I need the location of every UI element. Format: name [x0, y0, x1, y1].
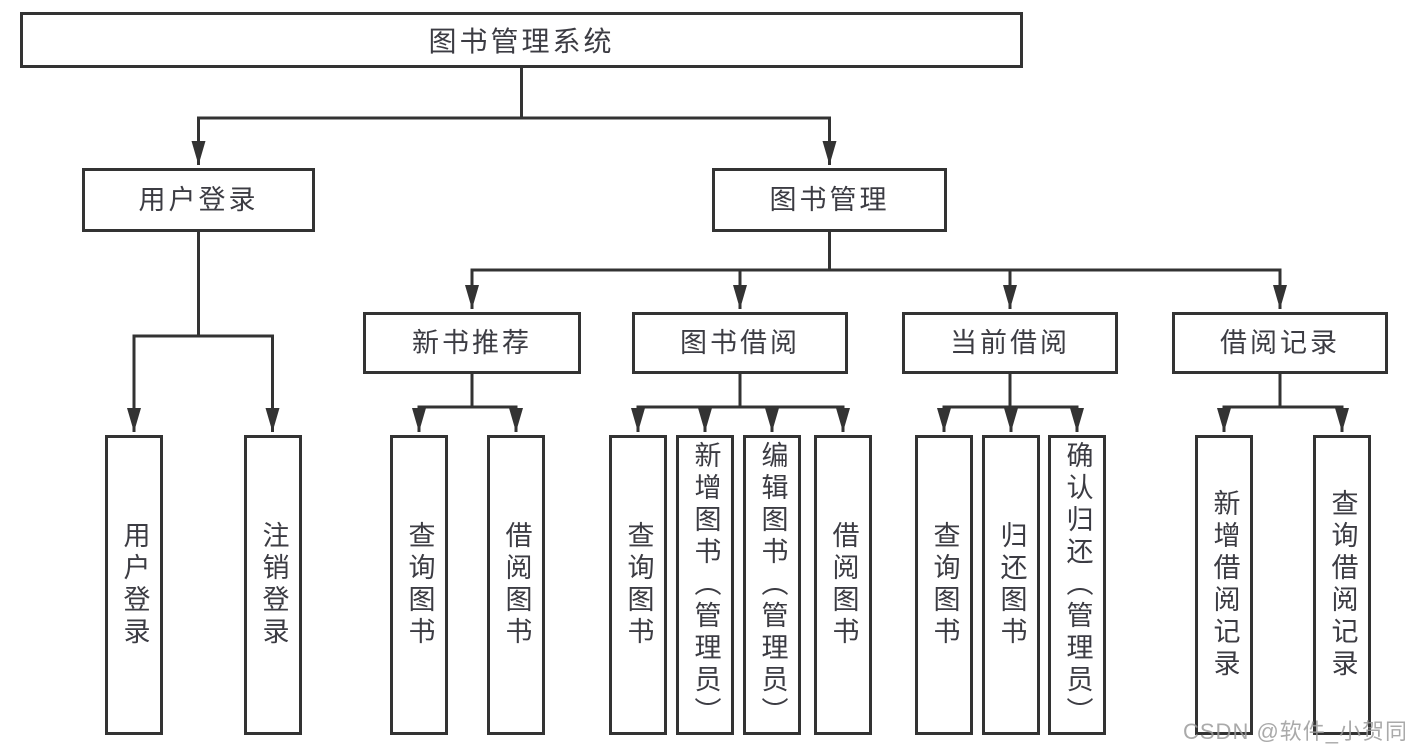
node-root-label: 图书管理系统	[428, 26, 615, 57]
node-current-borrowing-label: 当前借阅	[950, 327, 1070, 358]
leaf-cb-return-books: 归还图书	[982, 435, 1040, 735]
node-book-borrowing-label: 图书借阅	[680, 327, 800, 358]
node-current-borrowing: 当前借阅	[902, 312, 1118, 374]
leaf-bb-edit-books-admin: 编辑图书（管理员）	[743, 435, 801, 735]
node-new-book-recommend-label: 新书推荐	[412, 327, 532, 358]
leaf-cb-confirm-return-admin-label: 确认归还（管理员）	[1062, 441, 1093, 729]
leaf-user-login: 用户登录	[105, 435, 163, 735]
leaf-cb-return-books-label: 归还图书	[996, 521, 1027, 649]
leaf-bb-query-books-label: 查询图书	[623, 521, 654, 649]
leaf-br-add-record-label: 新增借阅记录	[1209, 489, 1240, 681]
leaf-nbr-query-books: 查询图书	[390, 435, 448, 735]
leaf-cb-query-books: 查询图书	[915, 435, 973, 735]
leaf-bb-add-books-admin: 新增图书（管理员）	[676, 435, 734, 735]
leaf-br-query-record: 查询借阅记录	[1313, 435, 1371, 735]
csdn-watermark: CSDN @软件_小贺同学	[1183, 719, 1405, 744]
leaf-logout-label: 注销登录	[258, 521, 289, 649]
leaf-bb-borrow-books: 借阅图书	[814, 435, 872, 735]
leaf-nbr-query-books-label: 查询图书	[404, 521, 435, 649]
leaf-bb-query-books: 查询图书	[609, 435, 667, 735]
node-book-management: 图书管理	[712, 168, 947, 232]
leaf-nbr-borrow-books-label: 借阅图书	[501, 521, 532, 649]
node-root: 图书管理系统	[20, 12, 1023, 68]
leaf-cb-confirm-return-admin: 确认归还（管理员）	[1048, 435, 1106, 735]
node-borrowing-records: 借阅记录	[1172, 312, 1388, 374]
node-new-book-recommend: 新书推荐	[363, 312, 581, 374]
leaf-bb-add-books-admin-label: 新增图书（管理员）	[690, 441, 721, 729]
node-book-management-label: 图书管理	[769, 184, 890, 215]
leaf-user-login-label: 用户登录	[119, 521, 150, 649]
leaf-br-query-record-label: 查询借阅记录	[1327, 489, 1358, 681]
leaf-bb-borrow-books-label: 借阅图书	[828, 521, 859, 649]
node-user-login-label: 用户登录	[138, 184, 259, 215]
leaf-br-add-record: 新增借阅记录	[1195, 435, 1253, 735]
leaf-nbr-borrow-books: 借阅图书	[487, 435, 545, 735]
node-borrowing-records-label: 借阅记录	[1220, 327, 1340, 358]
leaf-cb-query-books-label: 查询图书	[929, 521, 960, 649]
node-user-login: 用户登录	[82, 168, 315, 232]
node-book-borrowing: 图书借阅	[632, 312, 848, 374]
leaf-bb-edit-books-admin-label: 编辑图书（管理员）	[757, 441, 788, 729]
leaf-logout: 注销登录	[244, 435, 302, 735]
